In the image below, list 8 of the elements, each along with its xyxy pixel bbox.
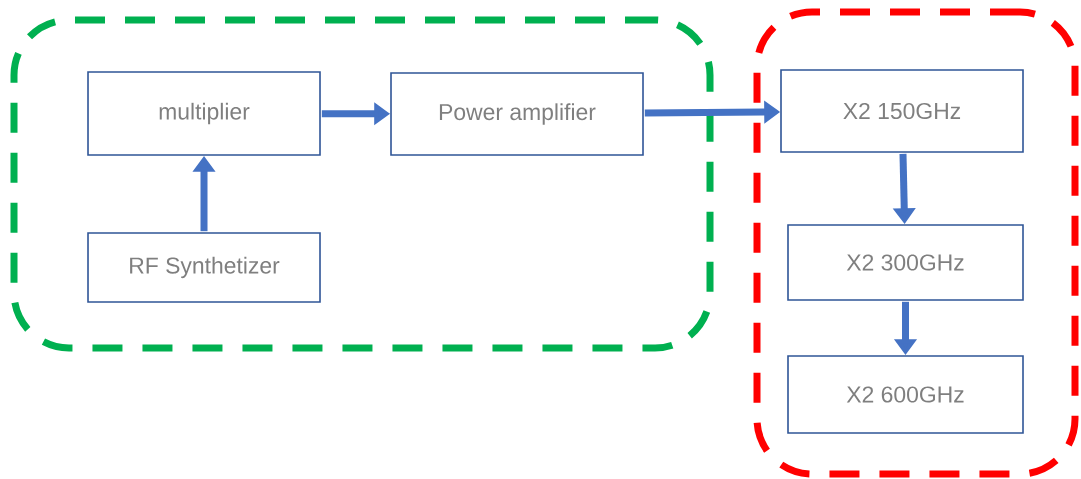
group-outline (10, 16, 714, 352)
group-outline (753, 8, 1079, 478)
process-box: X2 600GHz (787, 355, 1024, 434)
process-box: RF Synthetizer (87, 232, 321, 303)
process-box: multiplier (87, 71, 321, 156)
process-box: X2 300GHz (787, 224, 1024, 301)
process-box: X2 150GHz (780, 69, 1024, 153)
process-box: Power amplifier (390, 72, 644, 156)
